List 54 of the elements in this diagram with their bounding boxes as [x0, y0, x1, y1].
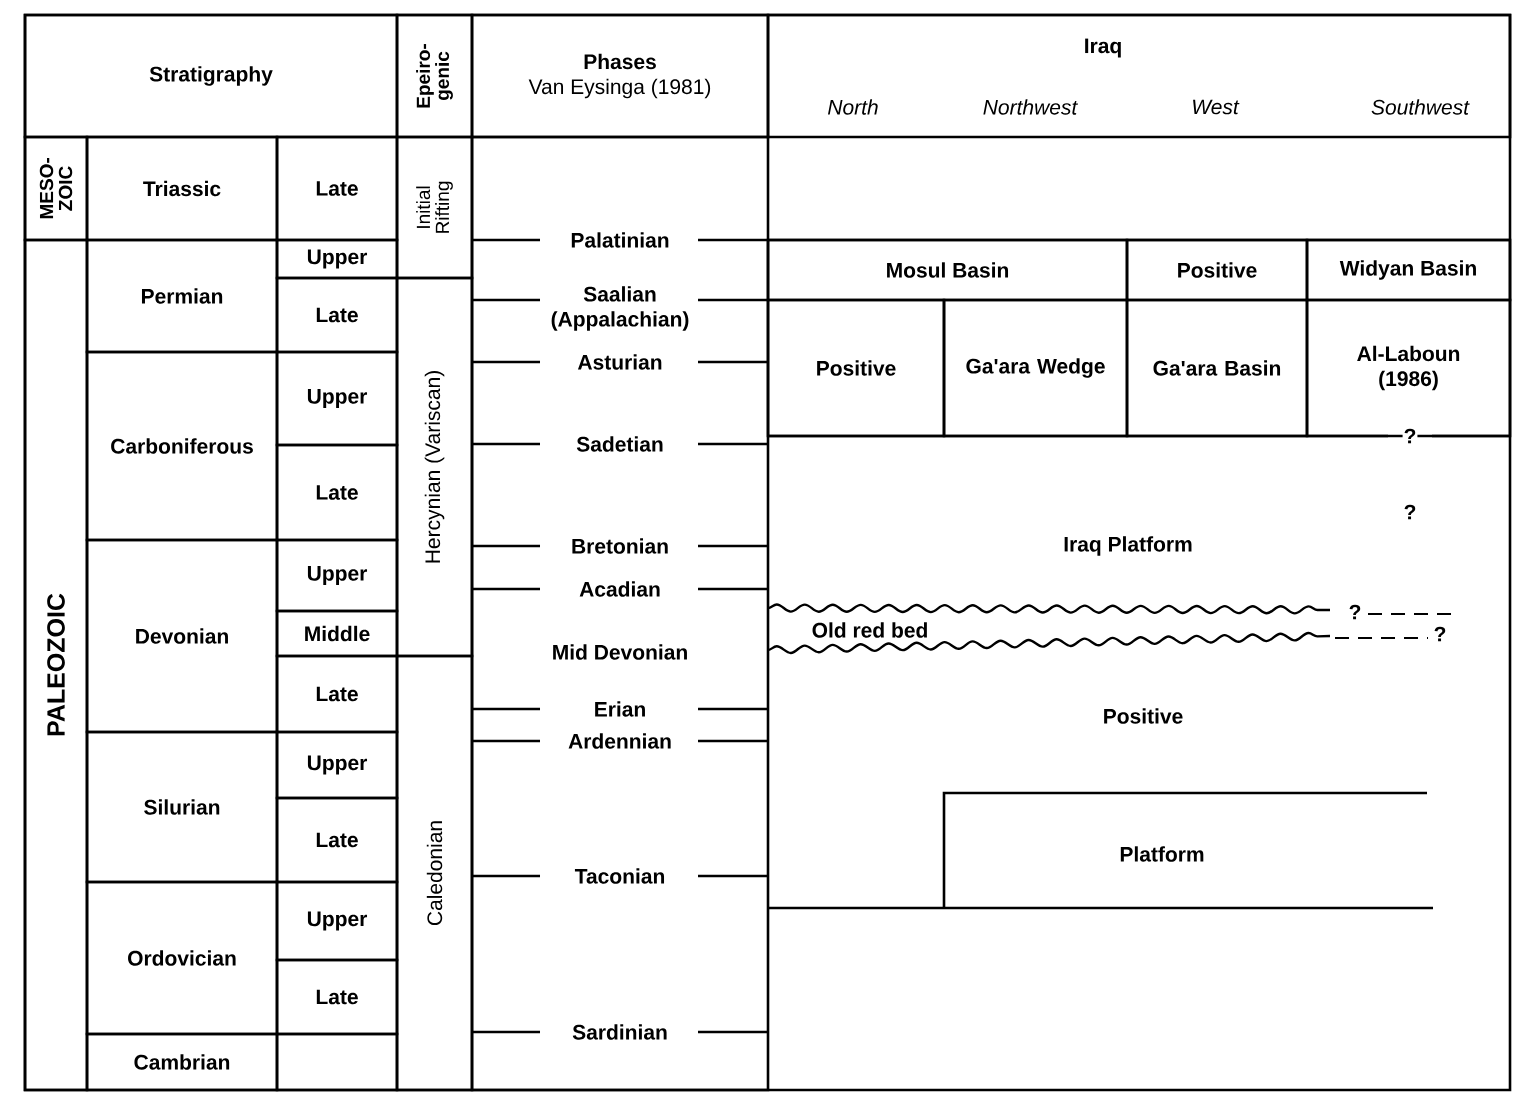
epoch-cell: Late	[275, 443, 399, 542]
phase-label: Asturian	[575, 352, 665, 372]
header-cell: Stratigraphy	[23, 13, 399, 139]
area-label: Iraq Platform	[1064, 536, 1192, 556]
epoch-cell: Late	[275, 958, 399, 1036]
period-cell: Carboniferous	[85, 350, 279, 542]
phase-label: Ardennian	[566, 731, 674, 751]
phase-label: Sadetian	[574, 434, 666, 454]
question-mark: ?	[1432, 625, 1448, 643]
epoch-cell: Upper	[275, 350, 399, 447]
era-cell: MESO-ZOIC	[23, 135, 89, 242]
period-cell: Devonian	[85, 538, 279, 734]
phase-cell: Hercynian (Variscan)	[395, 276, 474, 658]
region-cell: Ga'ara Wedge	[942, 298, 1129, 438]
region-cell: Positive	[1125, 238, 1309, 302]
epoch-cell: Late	[275, 654, 399, 734]
area-label: Platform	[1120, 846, 1204, 862]
period-cell: Cambrian	[85, 1032, 279, 1092]
area-label: Old red bed	[812, 622, 927, 638]
epoch-cell: Middle	[275, 609, 399, 658]
phase-label: Mid Devonian	[549, 642, 691, 662]
area-label: Positive	[1104, 708, 1183, 724]
phase-cell: Caledonian	[395, 654, 474, 1092]
period-cell: Permian	[85, 238, 279, 354]
header-cell: Iraq North Northwest West Southwest	[766, 13, 1512, 139]
period-cell: Ordovician	[85, 880, 279, 1036]
period-cell: Triassic	[85, 135, 279, 242]
phase-label: Bretonian	[569, 536, 671, 556]
empty-cell	[275, 1032, 399, 1092]
phase-label: Palatinian	[568, 230, 672, 250]
epoch-cell: Late	[275, 796, 399, 884]
region-cell: Positive	[766, 298, 946, 438]
question-mark: ?	[1402, 427, 1418, 445]
epoch-cell: Upper	[275, 880, 399, 962]
epoch-cell: Upper	[275, 538, 399, 613]
phase-label: Erian	[591, 699, 649, 719]
epoch-cell: Late	[275, 135, 399, 242]
header-cell: Epeiro-genic	[395, 13, 474, 139]
region-cell: Mosul Basin	[766, 238, 1129, 302]
epoch-cell: Upper	[275, 730, 399, 800]
period-cell: Silurian	[85, 730, 279, 884]
epoch-cell: Late	[275, 276, 399, 354]
phase-label: Sardinian	[570, 1022, 670, 1042]
region-cell: Ga'ara Basin	[1125, 298, 1309, 438]
phase-label: Saalian (Appalachian)	[551, 286, 689, 331]
header-cell: Phases Van Eysinga (1981)	[470, 13, 770, 139]
question-mark: ?	[1402, 503, 1418, 521]
region-cell: Widyan Basin	[1305, 238, 1512, 302]
phase-cell: Initial Rifting	[395, 135, 474, 280]
epoch-cell: Upper	[275, 238, 399, 280]
era-cell: PALEOZOIC	[23, 238, 89, 1092]
phase-label: Acadian	[577, 579, 663, 599]
phase-label: Taconian	[572, 866, 668, 886]
question-mark: ?	[1347, 603, 1363, 621]
